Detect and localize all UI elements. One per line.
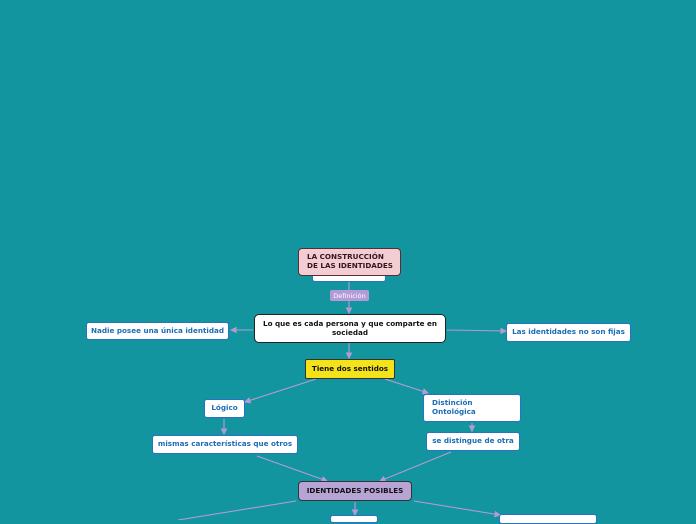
link-distinguishes-possible <box>378 451 452 482</box>
node-stub-bottom-center <box>330 515 378 523</box>
link-definition-right <box>446 327 508 335</box>
node-distinguishes[interactable]: se distingue de otra <box>426 432 520 451</box>
link-possible-left <box>177 500 297 520</box>
node-two-senses[interactable]: Tiene dos sentidos <box>305 359 395 379</box>
node-stub-bottom-right <box>499 514 597 524</box>
node-same-traits[interactable]: mismas características que otros <box>152 435 298 454</box>
node-identities-not-fixed[interactable]: Las identidades no son fijas <box>506 323 631 342</box>
link-senses-logical <box>243 378 317 404</box>
definition-tag[interactable]: Definición <box>330 290 369 301</box>
link-traits-possible <box>256 455 329 483</box>
node-logical[interactable]: Lógico <box>204 399 245 418</box>
link-possible-right <box>413 500 502 518</box>
root-node[interactable]: LA CONSTRUCCIÓN DE LAS IDENTIDADES <box>298 248 401 276</box>
node-no-single-identity[interactable]: Nadie posee una única identidad <box>86 322 229 340</box>
link-senses-ontological <box>384 378 430 395</box>
node-possible-identities[interactable]: IDENTIDADES POSIBLES <box>298 481 412 501</box>
definition-node[interactable]: Lo que es cada persona y que comparte en… <box>254 314 446 343</box>
node-ontological-distinction[interactable]: Distinción Ontológica <box>423 394 521 422</box>
